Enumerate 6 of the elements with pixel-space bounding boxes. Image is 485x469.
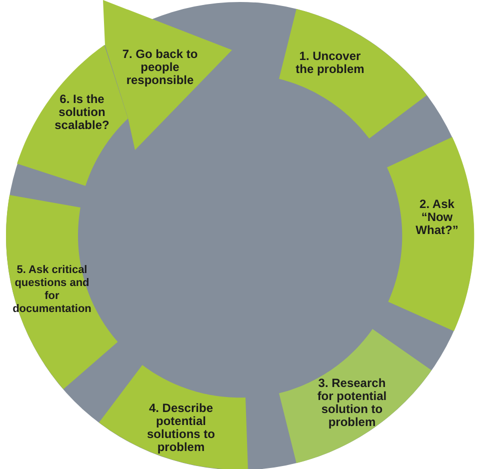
step-label: 4. Describe potential solutions to problem xyxy=(146,402,216,454)
step-label: 7. Go back to people responsible xyxy=(121,48,199,86)
step-label: 6. Is the solution scalable? xyxy=(54,93,110,132)
step-label: 2. Ask “Now What?” xyxy=(414,198,460,238)
step-label: 1. Uncover the problem xyxy=(294,50,366,76)
step-label: 3. Research for potential solution to problem xyxy=(316,376,388,429)
